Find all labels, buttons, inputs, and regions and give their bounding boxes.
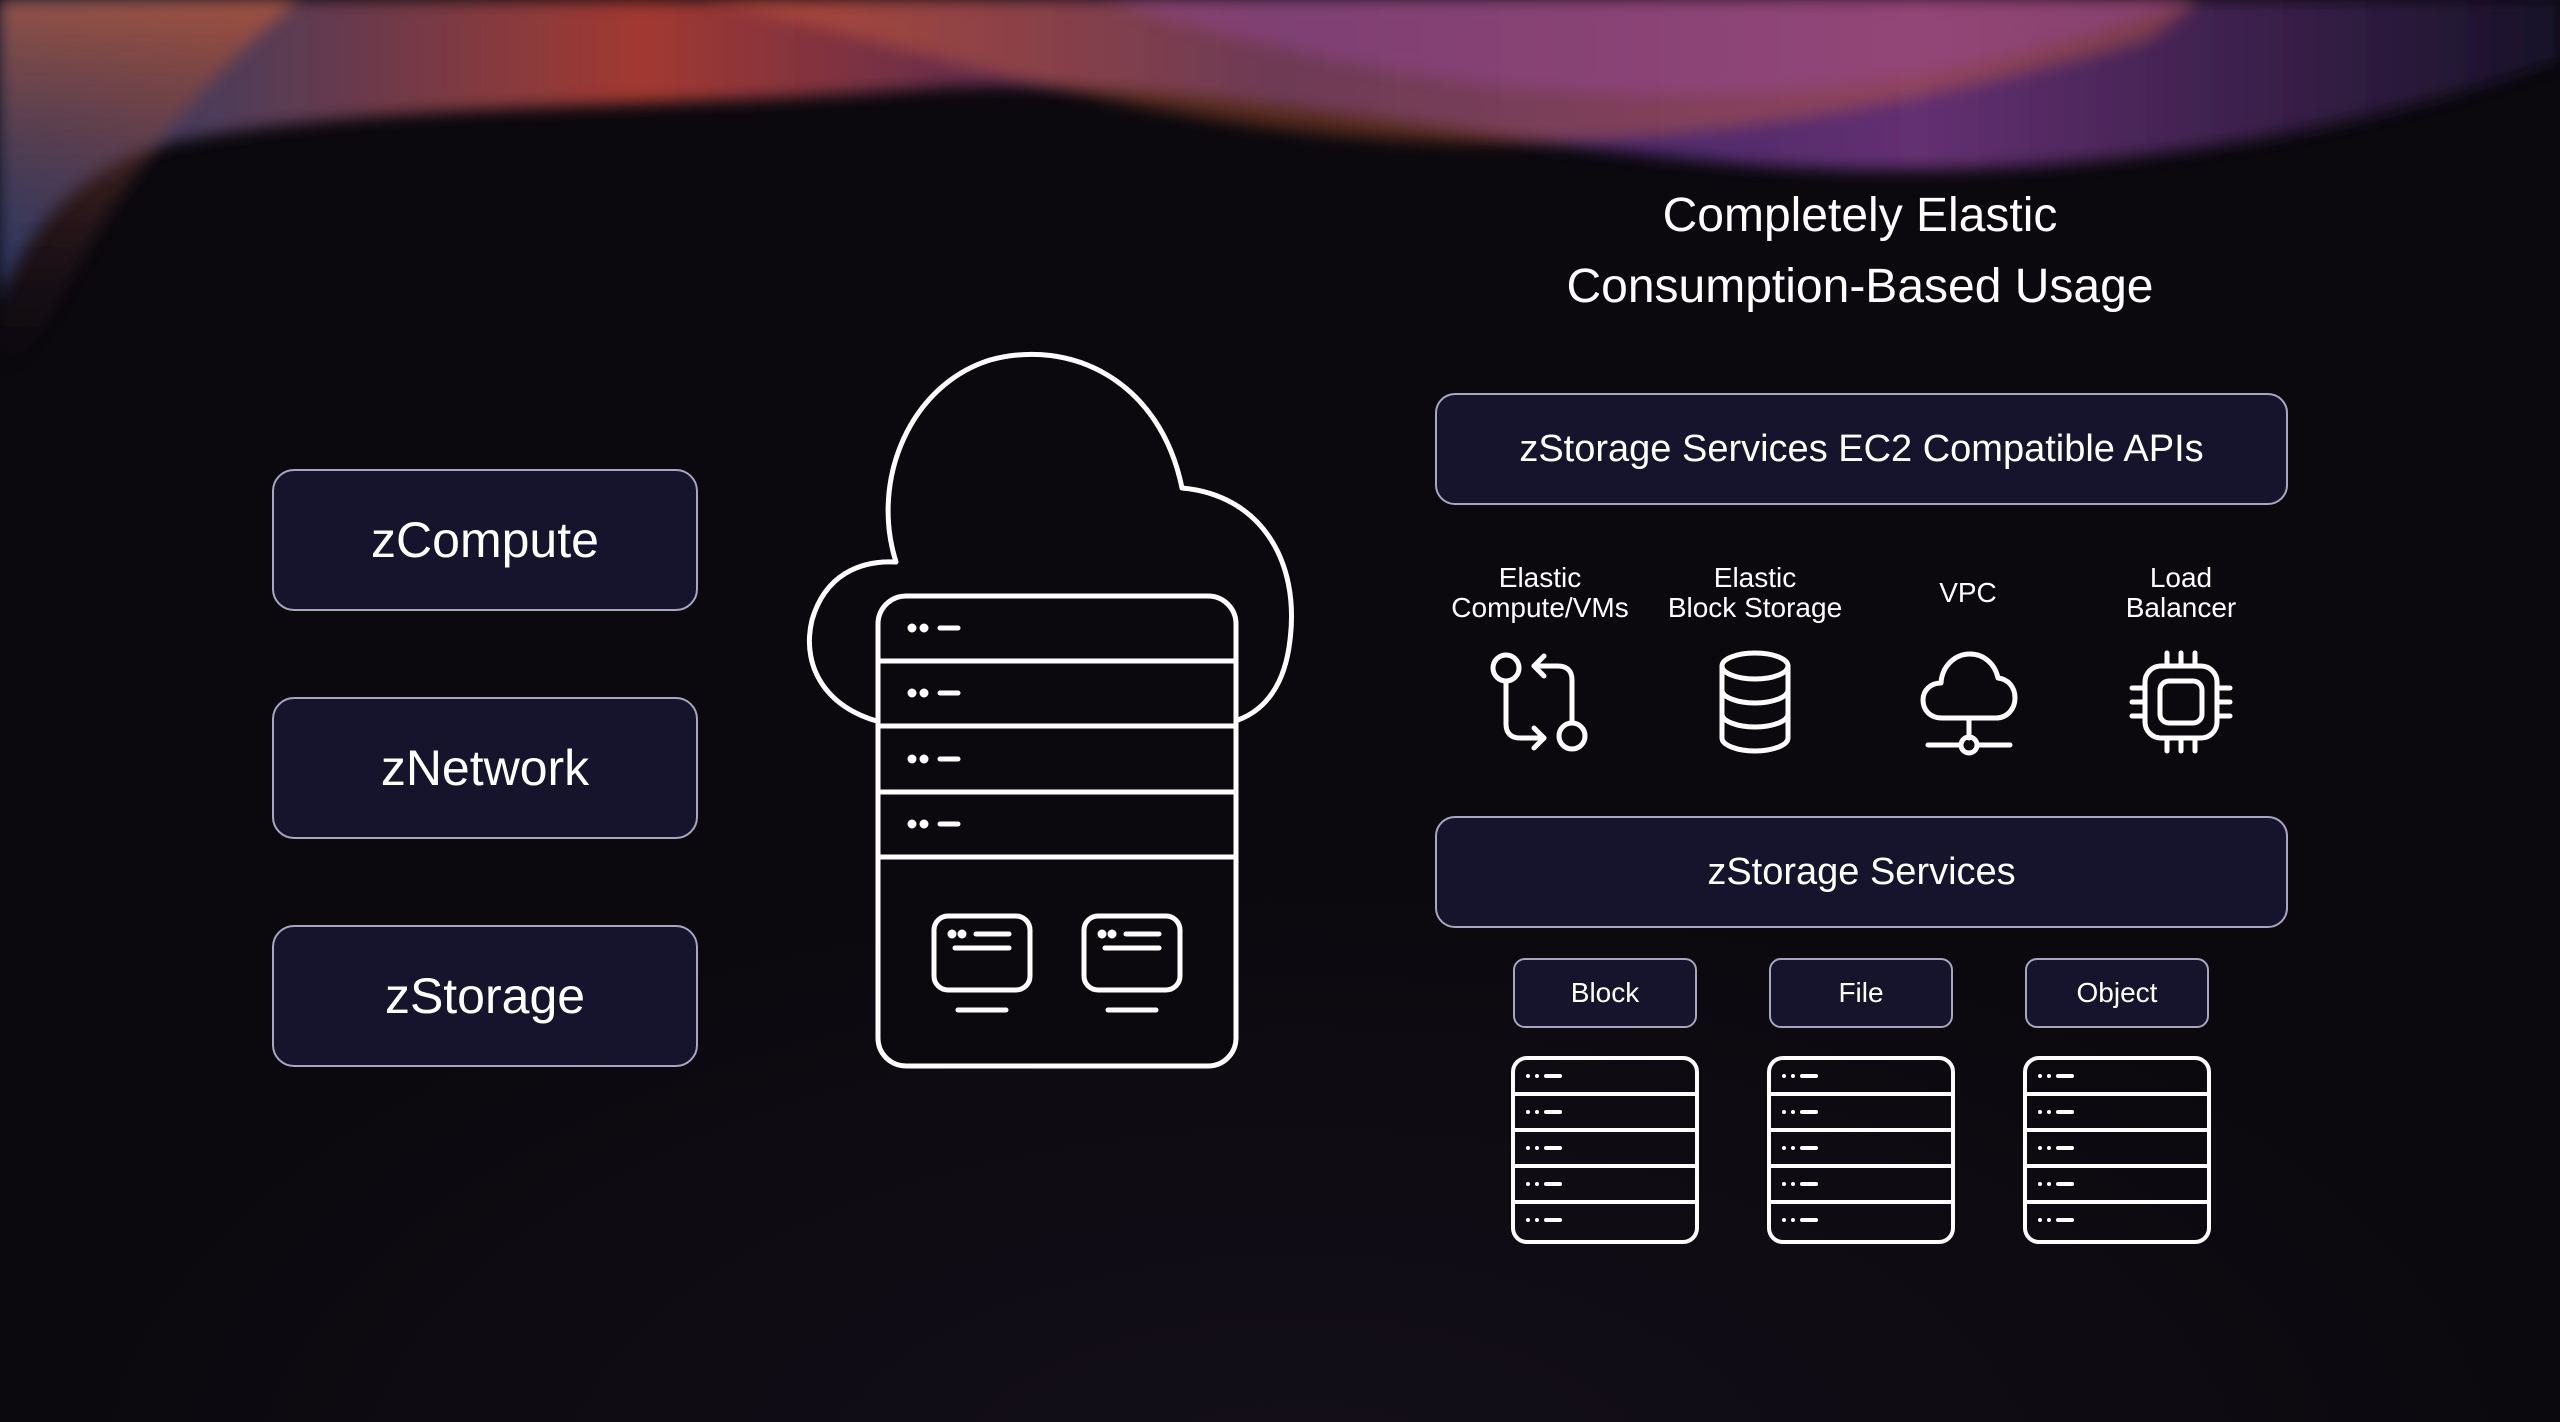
file-storage-server-icon xyxy=(1767,1056,1955,1244)
api-label-lb-line2: Balancer xyxy=(2125,592,2237,623)
block-storage-server-icon xyxy=(1511,1056,1699,1244)
heading-line-1: Completely Elastic xyxy=(1662,189,2058,242)
api-label-compute-line2: Compute/VMs xyxy=(1451,592,1629,623)
api-label-block-storage: Elastic Block Storage xyxy=(1635,563,1875,623)
zcompute-label: zCompute xyxy=(371,512,599,568)
zstorage-box: zStorage xyxy=(272,925,698,1067)
api-label-compute-line1: Elastic xyxy=(1498,562,1582,593)
server-rack-icon xyxy=(875,593,1239,1069)
cpu-chip-icon xyxy=(2129,650,2233,754)
znetwork-box: zNetwork xyxy=(272,697,698,839)
zstorage-label: zStorage xyxy=(384,968,586,1024)
storage-services-label: zStorage Services xyxy=(1707,850,2016,893)
zcompute-box: zCompute xyxy=(272,469,698,611)
storage-type-object-label: Object xyxy=(2076,977,2158,1008)
object-storage-server-icon xyxy=(2023,1056,2211,1244)
storage-type-file-label: File xyxy=(1838,977,1884,1008)
storage-type-file: File xyxy=(1769,958,1953,1028)
api-bar-label: zStorage Services EC2 Compatible APIs xyxy=(1519,427,2204,470)
cloud-server-illustration xyxy=(806,351,1294,1069)
storage-type-block-label: Block xyxy=(1570,977,1640,1008)
git-compare-icon xyxy=(1490,652,1588,752)
api-label-vpc-line1: VPC xyxy=(1939,577,1997,608)
znetwork-label: zNetwork xyxy=(380,740,590,796)
api-label-vpc: VPC xyxy=(1848,578,2088,608)
cloud-icon xyxy=(806,351,1294,728)
storage-type-block: Block xyxy=(1513,958,1697,1028)
api-bar: zStorage Services EC2 Compatible APIs xyxy=(1435,393,2288,505)
monitor-icon xyxy=(931,913,1033,1013)
api-label-lb-line1: Load xyxy=(2149,562,2213,593)
monitor-icon xyxy=(1081,913,1183,1013)
api-label-load-balancer: Load Balancer xyxy=(2061,563,2301,623)
api-label-compute: Elastic Compute/VMs xyxy=(1420,563,1660,623)
heading-line-2: Consumption-Based Usage xyxy=(1566,260,2154,313)
api-label-block-line1: Elastic xyxy=(1713,562,1797,593)
cloud-network-icon xyxy=(1920,651,2018,756)
storage-services-bar: zStorage Services xyxy=(1435,816,2288,928)
storage-type-object: Object xyxy=(2025,958,2209,1028)
database-icon xyxy=(1719,650,1791,754)
api-label-block-line2: Block Storage xyxy=(1667,592,1843,623)
